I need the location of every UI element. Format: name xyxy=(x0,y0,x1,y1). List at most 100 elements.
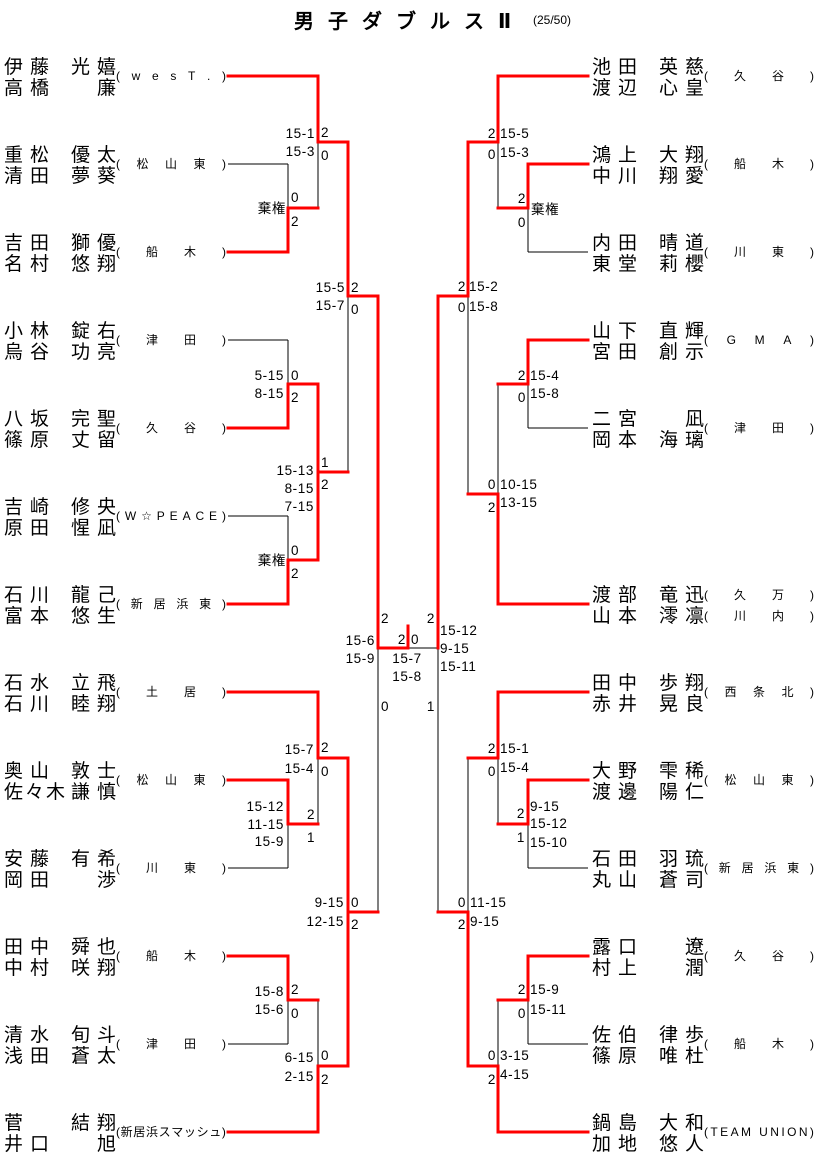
set-score: 2 xyxy=(381,611,390,626)
player-given-name: 立飛 xyxy=(70,672,123,694)
player-family-name: 丸山 xyxy=(592,869,645,891)
player-family-name: 八坂 xyxy=(4,408,57,430)
player-name: 伊藤光嬉 xyxy=(0,57,116,78)
team-entry: 八坂完聖篠原丈留(久谷) xyxy=(0,409,228,451)
team-entry: 石水立飛石川睦翔(土居) xyxy=(0,673,228,715)
affiliation-char: ) xyxy=(809,949,814,963)
team-entry: 吉田獅優名村悠翔(船木) xyxy=(0,233,228,275)
affiliation-char: ( xyxy=(116,69,120,83)
player-given-name: 竜迅 xyxy=(658,584,711,606)
affiliation-char: ) xyxy=(221,773,226,787)
affiliation-char: ) xyxy=(221,245,226,259)
team-affiliation: (川東) xyxy=(116,860,226,876)
team-entry: 石川龍己富本悠生(新居浜東) xyxy=(0,585,228,627)
player-given-name: 丈留 xyxy=(70,429,123,451)
player-family-name: 篠原 xyxy=(4,429,57,451)
player-given-name: 咲翔 xyxy=(70,957,123,979)
game-score: 15-7 xyxy=(284,742,314,757)
player-name: 石水立飛 xyxy=(0,673,116,694)
player-name: 岡本海璃 xyxy=(588,430,704,451)
player-name: 田中歩翔 xyxy=(588,673,704,694)
affiliation-char: 東 xyxy=(781,773,794,787)
team-entry: 重松優太清田夢葵(松山東) xyxy=(0,145,228,187)
player-given-name: 澪凛 xyxy=(658,605,711,627)
team-affiliation: (松山東) xyxy=(116,156,226,172)
team-entry: 田中歩翔赤井晃良(西条北) xyxy=(588,673,816,715)
player-family-name: 小林 xyxy=(4,320,57,342)
affiliation-char: 木 xyxy=(183,245,196,259)
affiliation-char: ) xyxy=(809,157,814,171)
affiliation-char: 西 xyxy=(724,685,737,699)
affiliation-char: O xyxy=(787,1125,797,1139)
team-affiliation: (松山東) xyxy=(704,772,814,788)
team-entry: 石田羽琉丸山蒼司(新居浜東) xyxy=(588,849,816,891)
player-given-name: 海璃 xyxy=(658,429,711,451)
team-affiliation: (川東) xyxy=(704,244,814,260)
team-entry: 佐伯律歩篠原唯杜(船木) xyxy=(588,1025,816,1067)
set-score: 0 xyxy=(291,368,300,383)
set-score: 2 xyxy=(307,807,316,822)
affiliation-char: 谷 xyxy=(771,949,784,963)
game-score: 15-1 xyxy=(285,126,315,141)
player-family-name: 吉田 xyxy=(4,232,57,254)
affiliation-char: ) xyxy=(809,773,814,787)
affiliation-char: ( xyxy=(704,609,708,623)
player-given-name: 蒼太 xyxy=(70,1045,123,1067)
affiliation-char: ) xyxy=(809,685,814,699)
set-score: 2 xyxy=(517,982,526,997)
affiliation-char: ( xyxy=(116,949,120,963)
affiliation-char: w xyxy=(131,69,141,83)
set-score: 1 xyxy=(516,830,525,845)
affiliation-char: . xyxy=(206,69,211,83)
walkover-label: 棄権 xyxy=(257,201,286,216)
game-score: 8-15 xyxy=(284,481,314,496)
team-entry: 大野雫稀渡邊陽仁(松山東) xyxy=(588,761,816,803)
affiliation-char: N xyxy=(770,1125,779,1139)
player-given-name: 旬斗 xyxy=(70,1024,123,1046)
affiliation-char: ) xyxy=(221,69,226,83)
game-score: 6-15 xyxy=(284,1050,314,1065)
affiliation-char: 浜 xyxy=(176,597,189,611)
affiliation-char: ッ xyxy=(183,1125,196,1139)
game-score: 15-3 xyxy=(285,144,315,159)
player-given-name: 優太 xyxy=(70,144,123,166)
team-affiliation: (久谷) xyxy=(704,68,814,84)
affiliation-char: 木 xyxy=(183,949,196,963)
team-affiliation: (新居浜スマッシュ) xyxy=(116,1124,226,1140)
affiliation-char: ) xyxy=(221,509,226,523)
player-family-name: 浅田 xyxy=(4,1045,57,1067)
affiliation-char: ) xyxy=(221,597,226,611)
affiliation-char: マ xyxy=(171,1125,184,1139)
player-name: 安藤有希 xyxy=(0,849,116,870)
set-score: 2 xyxy=(397,632,406,647)
player-given-name: 修央 xyxy=(70,496,123,518)
affiliation-char: ( xyxy=(116,685,120,699)
team-entry: 安藤有希岡田渉(川東) xyxy=(0,849,228,891)
bracket-lines-plain xyxy=(228,142,588,1066)
game-score: 15-12 xyxy=(530,816,568,831)
game-score: 11-15 xyxy=(247,817,284,832)
player-name: 岡田渉 xyxy=(0,870,116,891)
game-score: 9-15 xyxy=(470,914,500,929)
affiliation-char: P xyxy=(156,509,165,523)
set-score: 2 xyxy=(487,500,496,515)
team-entry: 露口遼村上潤(久谷) xyxy=(588,937,816,979)
game-score: 3-15 xyxy=(500,1048,530,1063)
affiliation-char: ( xyxy=(116,1125,120,1139)
game-score: 15-4 xyxy=(500,760,530,775)
affiliation-char: 新 xyxy=(120,1125,133,1139)
affiliation-char: 久 xyxy=(733,588,746,602)
player-family-name: 石川 xyxy=(4,693,57,715)
game-score: 15-5 xyxy=(500,126,530,141)
affiliation-char: ( xyxy=(704,1125,708,1139)
player-given-name: 莉櫻 xyxy=(658,253,711,275)
affiliation-char: 谷 xyxy=(183,421,196,435)
set-score: 2 xyxy=(321,125,330,140)
affiliation-char: 谷 xyxy=(771,69,784,83)
